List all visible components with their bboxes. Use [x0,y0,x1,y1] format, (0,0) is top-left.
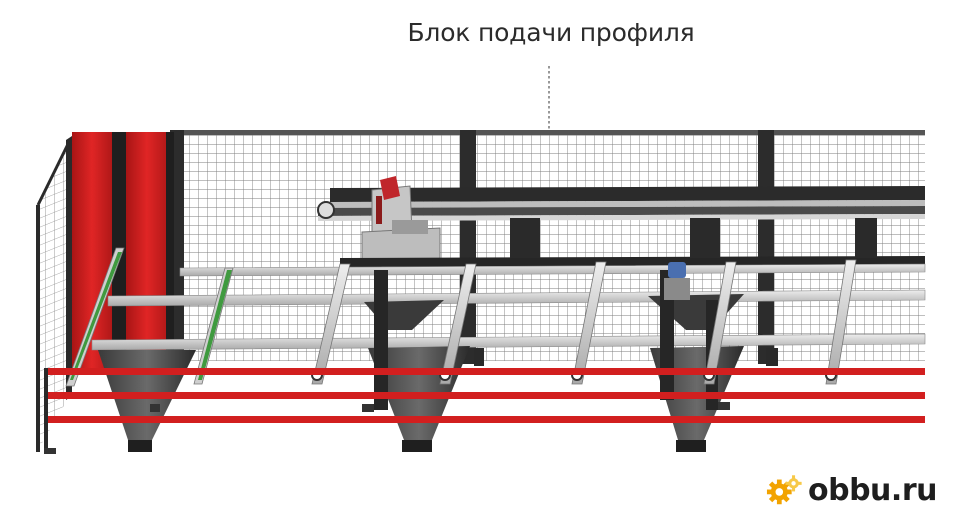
drive-motor [664,262,690,300]
back-safety-fence [170,130,925,366]
site-watermark: obbu.ru [766,470,937,510]
red-guard-rails [44,368,925,448]
profile-feed-unit-label: Блок подачи профиля [407,18,695,47]
gear-icon [766,475,802,505]
side-safety-fence [36,136,72,452]
profile-feed-unit [317,176,925,267]
watermark-text: obbu.ru [808,472,937,508]
cross-transfer-arms [65,247,857,387]
machine-feet [44,348,778,454]
